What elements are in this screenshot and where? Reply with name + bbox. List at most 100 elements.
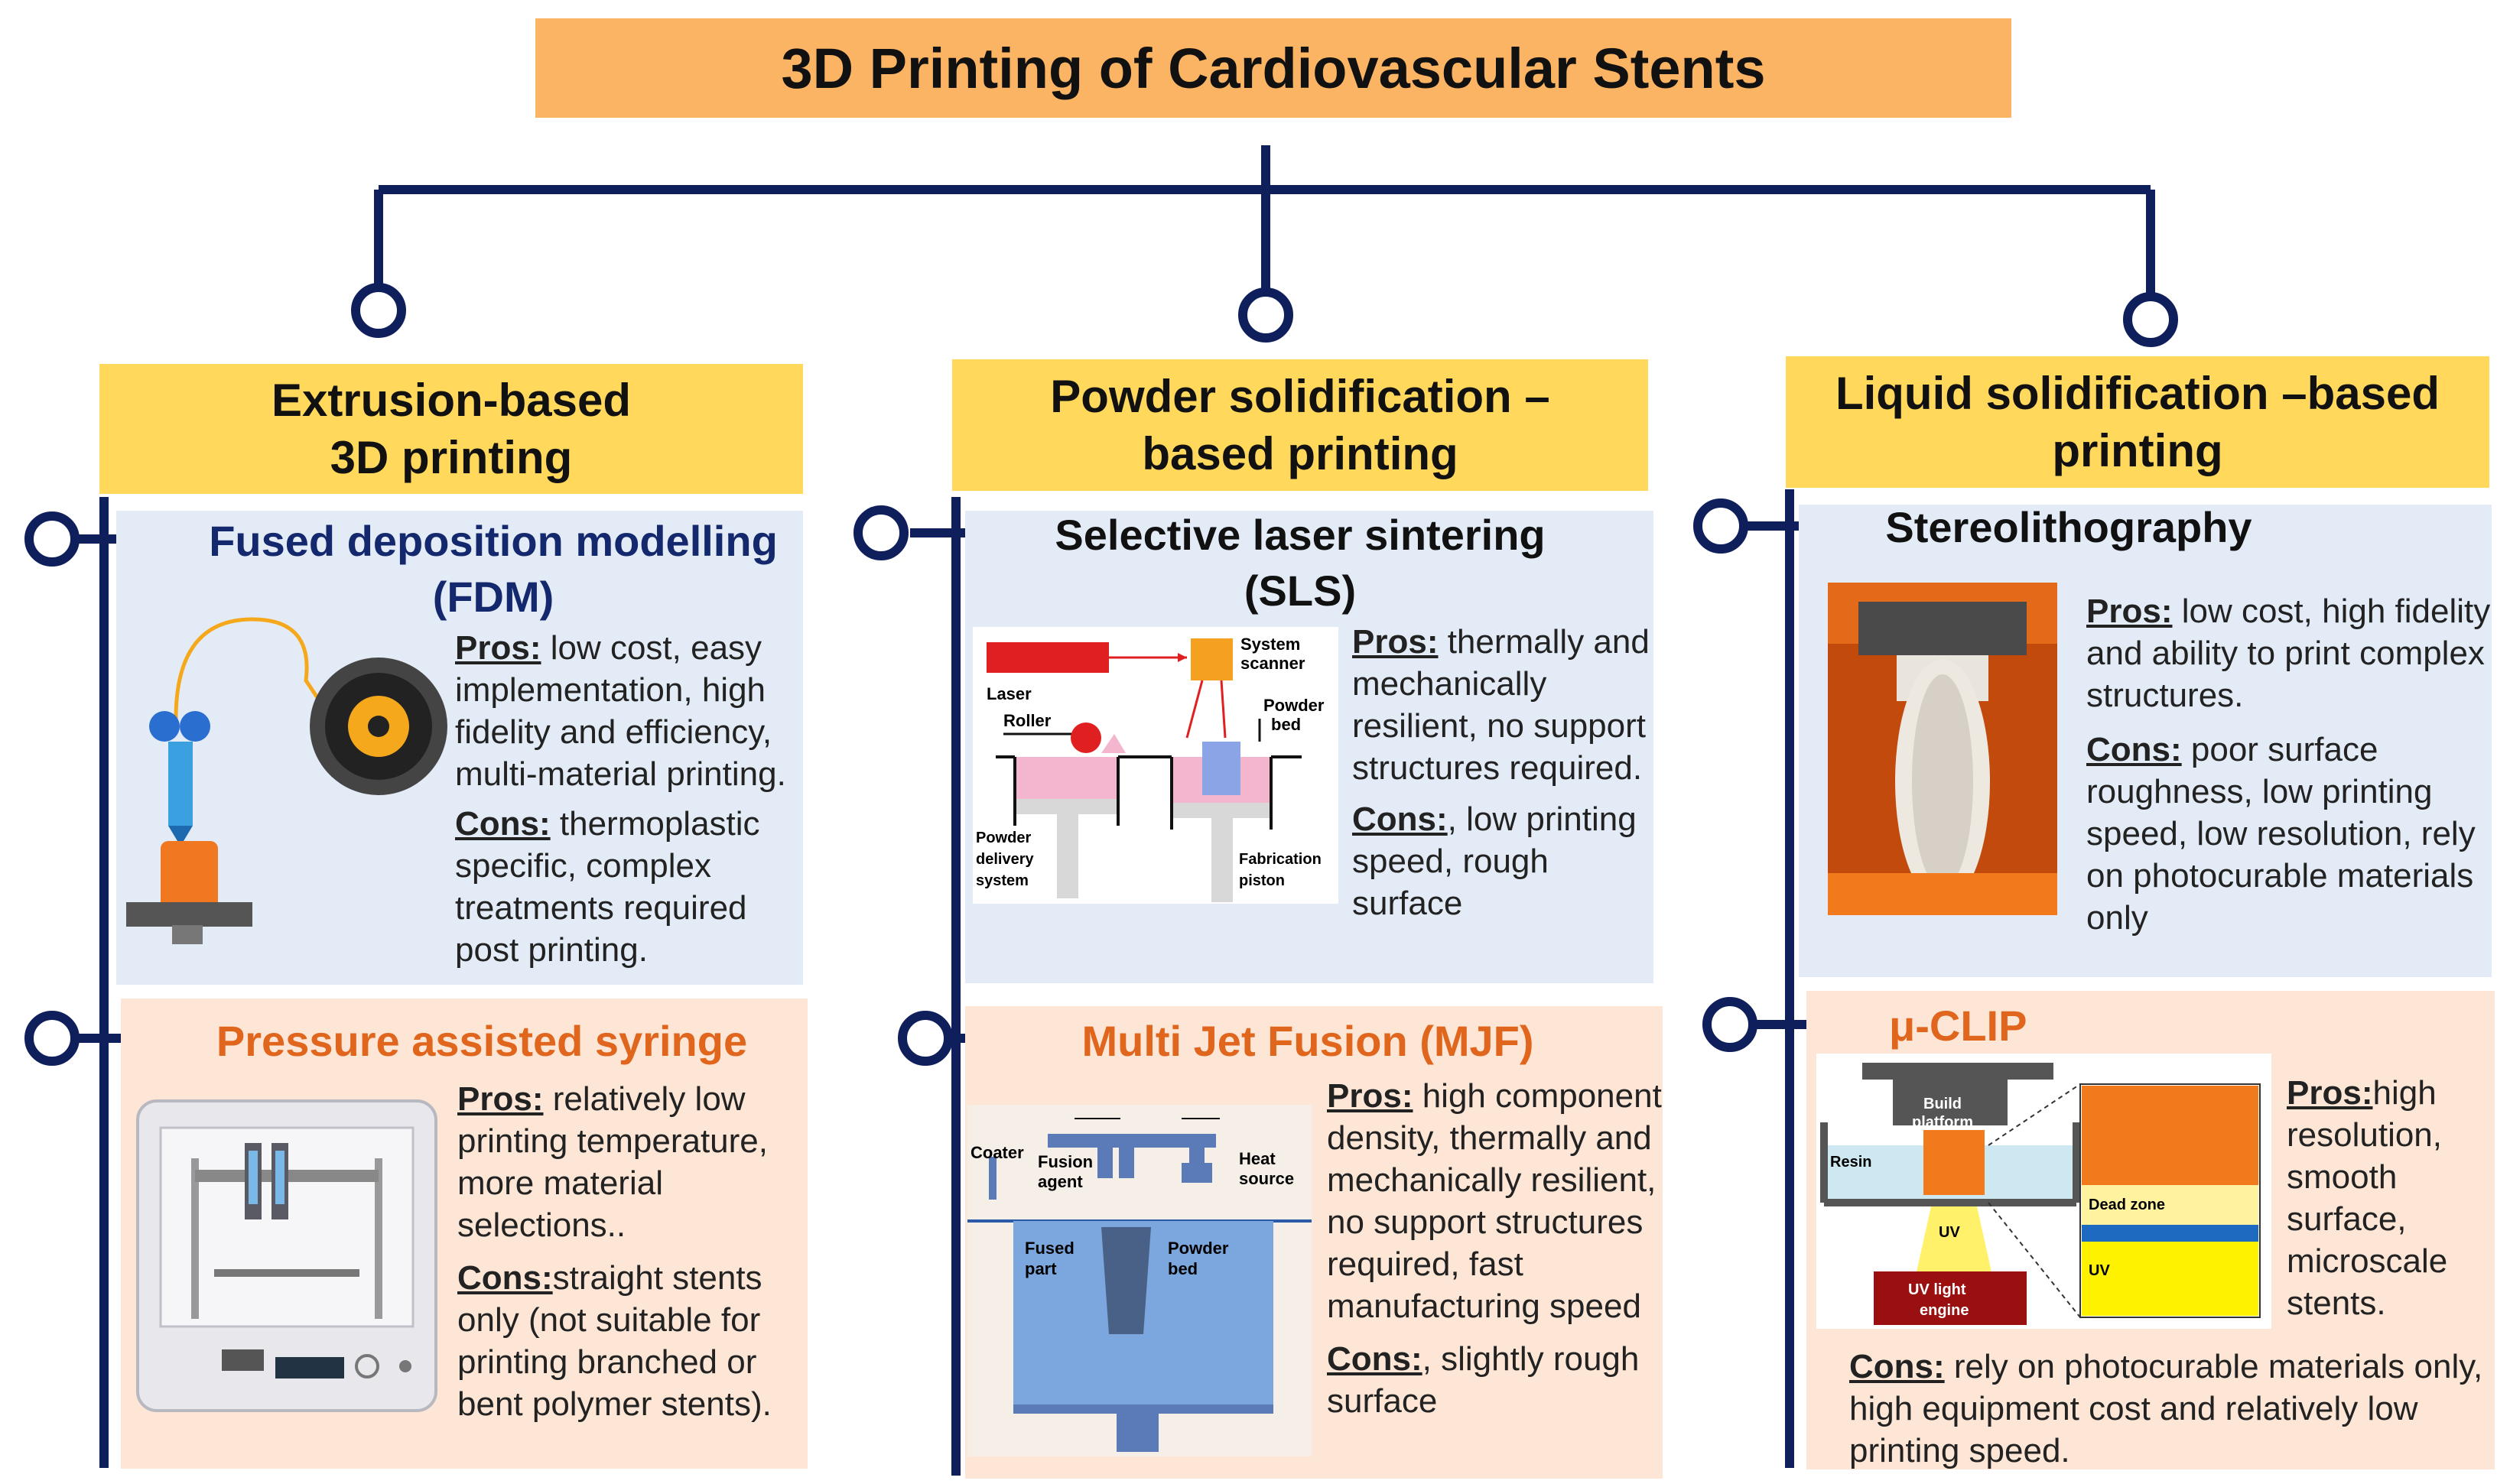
uclip-label-uv2: UV [2089,1262,2110,1279]
main-title: 3D Printing of Cardiovascular Stents [535,18,2011,118]
header-extrusion-line1: Extrusion-based [271,375,632,426]
sla-pros-label: Pros: [2086,593,2173,630]
pas-description: Pros: relatively low printing temperatur… [457,1078,794,1425]
node-fdm [24,511,80,567]
fdm-cons: Cons: thermoplastic specific, complex tr… [455,803,803,971]
sls-description: Pros: thermally and mechanically resilie… [1352,621,1652,924]
sls-schematic: System scanner Laser Roller Powder bed P… [973,627,1338,904]
header-liquid-line1: Liquid solidification –based [1835,368,2440,419]
main-title-text: 3D Printing of Cardiovascular Stents [781,36,1766,100]
header-powder-line1: Powder solidification – [1050,371,1550,422]
uclip-label-dead: Dead zone [2089,1197,2165,1213]
mjf-cons: Cons:, slightly rough surface [1327,1338,1663,1422]
method-sla-title: Stereolithography [1835,500,2302,556]
pas-printer-illustration [136,1099,437,1412]
header-powder: Powder solidification – based printing [952,359,1648,491]
sls-cons-label: Cons: [1352,800,1448,838]
uclip-label-build-1: Build [1923,1096,1962,1112]
header-extrusion-line2: 3D printing [330,432,573,483]
uclip-label-resin: Resin [1830,1154,1871,1171]
mjf-pros-label: Pros: [1327,1077,1413,1115]
branch-node-powder [1238,287,1293,343]
sls-label-delivery-1: Powder [976,830,1031,846]
pas-cons: Cons:straight stents only (not suitable … [457,1257,794,1425]
node-uclip [1702,997,1757,1052]
sla-photo-illustration [1828,583,2057,915]
mjf-description: Pros: high component density, thermally … [1327,1075,1663,1422]
method-pas-title: Pressure assisted syringe [184,1014,780,1070]
uclip-pros-text: high resolution, smooth surface, microsc… [2287,1074,2448,1322]
node-sla [1693,498,1748,554]
sls-pros-text: thermally and mechanically resilient, no… [1352,623,1650,787]
method-mjf-title: Multi Jet Fusion (MJF) [1025,1014,1591,1070]
pas-cons-text: straight stents only (not suitable for p… [457,1259,772,1423]
sls-label-bed-1: Powder [1263,696,1325,715]
uclip-label-uv: UV [1939,1224,1960,1241]
sla-pros: Pros: low cost, high fidelity and abilit… [2086,590,2492,716]
header-powder-line2: based printing [1142,428,1458,479]
sls-label-piston-1: Fabrication [1239,851,1322,868]
fdm-pros-label: Pros: [455,629,541,667]
node-pas [24,1011,80,1066]
mjf-pros: Pros: high component density, thermally … [1327,1075,1663,1327]
uclip-label-engine-1: UV light [1908,1281,1966,1298]
uclip-cons-text: rely on photocurable materials only, hig… [1849,1348,2483,1469]
mjf-label-fused-2: part [1025,1259,1057,1278]
sls-label-scanner-1: System [1240,635,1300,654]
mjf-label-heat-2: source [1239,1169,1294,1188]
mjf-pros-text: high component density, thermally and me… [1327,1077,1662,1325]
fdm-pros-text: low cost, easy implementation, high fide… [455,629,786,793]
sla-cons: Cons: poor surface roughness, low printi… [2086,729,2492,939]
pas-pros-label: Pros: [457,1080,544,1118]
fdm-description: Pros: low cost, easy implementation, hig… [455,627,803,971]
uclip-label-build-2: platform [1912,1114,1973,1131]
branch-node-extrusion [351,283,406,338]
pas-pros-text: relatively low printing temperature, mor… [457,1080,768,1244]
sls-label-laser: Laser [987,684,1032,703]
fdm-printer-illustration [126,617,447,944]
sla-cons-text: poor surface roughness, low printing spe… [2086,731,2476,937]
mjf-label-bed-2: bed [1168,1259,1198,1278]
mjf-schematic: Coater Fusion agent Heat source Fused pa… [967,1105,1312,1456]
mjf-label-fused-1: Fused [1025,1239,1075,1258]
method-fdm-name-2: (FDM) [432,572,554,621]
header-liquid-line2: printing [2052,425,2223,476]
mjf-label-bed-1: Powder [1168,1239,1229,1258]
fdm-cons-text: thermoplastic specific, complex treatmen… [455,805,760,969]
sls-label-delivery-2: delivery [976,851,1034,868]
node-mjf [898,1011,953,1066]
header-liquid: Liquid solidification –based printing [1786,356,2489,488]
pas-pros: Pros: relatively low printing temperatur… [457,1078,794,1246]
uclip-cons-label: Cons: [1849,1348,1945,1385]
method-uclip-name: μ-CLIP [1889,1002,2027,1050]
fdm-cons-label: Cons: [455,805,551,843]
branch-node-liquid [2123,292,2178,347]
method-fdm-name-1: Fused deposition modelling [209,517,778,565]
uclip-pros-label: Pros: [2287,1074,2373,1112]
method-sls-name-2: (SLS) [1244,566,1357,615]
sls-cons: Cons:, low printing speed, rough surface [1352,798,1652,924]
uclip-label-engine-2: engine [1920,1302,1969,1319]
sla-pros-text: low cost, high fidelity and ability to p… [2086,593,2491,714]
method-sls-name-1: Selective laser sintering [1055,511,1546,559]
sls-cons-text: , low printing speed, rough surface [1352,800,1637,922]
method-mjf-name: Multi Jet Fusion (MJF) [1081,1017,1534,1065]
method-fdm-title: Fused deposition modelling (FDM) [184,514,803,625]
sls-label-delivery-3: system [976,872,1029,889]
method-pas-name: Pressure assisted syringe [216,1017,748,1065]
uclip-pros-block: Pros:high resolution, smooth surface, mi… [2287,1072,2489,1324]
mjf-cons-label: Cons: [1327,1340,1422,1378]
pas-cons-label: Cons: [457,1259,553,1297]
method-sla-name: Stereolithography [1885,503,2252,551]
mjf-cons-text: , slightly rough surface [1327,1340,1640,1420]
mjf-label-heat-1: Heat [1239,1149,1276,1168]
sls-label-scanner-2: scanner [1240,654,1305,673]
sls-pros-label: Pros: [1352,623,1439,661]
uclip-schematic: Build platform Resin UV UV light engine … [1816,1054,2271,1329]
node-sls [853,505,909,560]
mjf-label-fusion-2: agent [1038,1172,1083,1191]
sla-cons-label: Cons: [2086,731,2182,768]
header-extrusion: Extrusion-based 3D printing [99,364,803,494]
sls-label-piston-2: piston [1239,872,1285,889]
uclip-cons-block: Cons: rely on photocurable materials onl… [1849,1346,2492,1472]
